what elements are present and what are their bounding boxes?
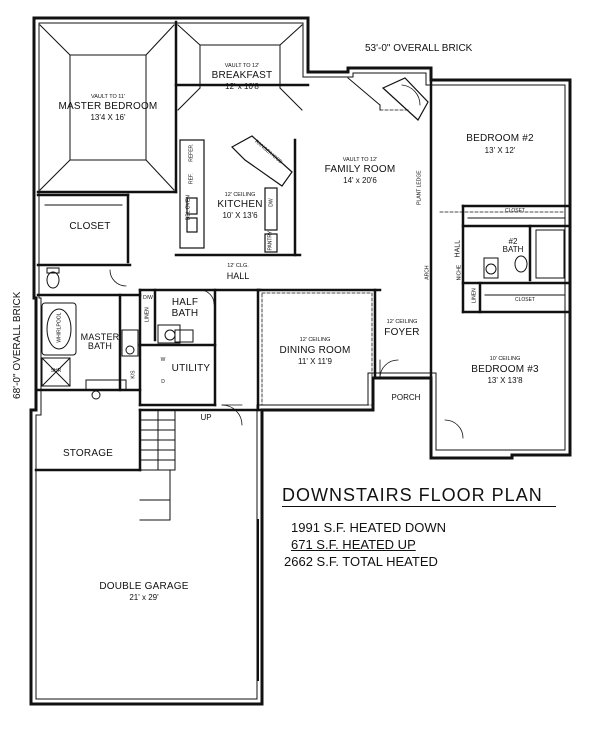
dining-room-note: 12' CEILING: [299, 337, 331, 343]
porch-name: PORCH: [391, 393, 421, 402]
sf-heated-down: 1991 S.F. HEATED DOWN: [291, 520, 447, 535]
hall-main-name: HALL: [226, 271, 250, 281]
linen-bed-label: LINEN: [471, 288, 478, 303]
dining-room-size: 11' X 11'9: [298, 357, 332, 366]
hall-main-note: 12' CLG.: [227, 263, 249, 269]
niche-label: NICHE: [456, 264, 463, 281]
exterior-inner-line: [35, 22, 566, 700]
family-room-note: VAULT TO 12': [342, 157, 378, 163]
half-bath-name: HALF BATH: [171, 297, 199, 319]
master-bath-name: MASTER BATH: [80, 332, 120, 352]
ks-label: K/S: [130, 370, 137, 379]
ref-label: REF.: [188, 173, 195, 185]
vault-lines: [39, 24, 381, 191]
overall-width-label: 53'-0" OVERALL BRICK: [365, 43, 473, 54]
kitchen-note: 12' CEILING: [224, 192, 256, 198]
closet-master-name: CLOSET: [69, 221, 111, 232]
washer-label: W: [160, 357, 166, 363]
utility-name: UTILITY: [171, 363, 211, 374]
fireplace: [381, 77, 429, 121]
closet-bed2-name: CLOSET: [504, 208, 525, 214]
bedroom2-name: BEDROOM #2: [466, 133, 534, 144]
closet-rods: [44, 204, 566, 296]
breakfast-name: BREAKFAST: [211, 70, 273, 81]
overall-depth-label: 68'-0" OVERALL BRICK: [11, 291, 23, 399]
family-room-size: 14' x 20'6: [343, 176, 377, 185]
dryer-label: D: [161, 379, 165, 385]
bath-fixtures: [41, 229, 565, 400]
kitchen-size: 10' X 13'6: [222, 211, 258, 220]
sf-total-heated: 2662 S.F. TOTAL HEATED: [284, 554, 438, 569]
bedroom3-note: 10' CEILING: [489, 356, 521, 362]
garage-name: DOUBLE GARAGE: [99, 581, 189, 592]
up-label: UP: [200, 413, 212, 422]
dbl-oven-label: DBL OVEN: [185, 195, 192, 221]
storage-name: STORAGE: [62, 448, 114, 459]
shower-label: SHR: [50, 368, 62, 374]
foyer-note: 12' CEILING: [386, 319, 418, 325]
master-bedroom-note: VAULT TO 11': [90, 94, 126, 100]
pantry-label: PANTRY: [267, 230, 274, 251]
dining-room-name: DINING ROOM: [279, 345, 351, 356]
arch-label: ARCH: [424, 265, 431, 280]
hall-right-label: HALL: [454, 239, 462, 258]
kitchen-name: KITCHEN: [217, 199, 263, 210]
door-swings: [109, 84, 464, 439]
closet-bed3-name: CLOSET: [514, 297, 535, 303]
exterior-walls: [29, 16, 572, 706]
bath2-name: #2 BATH: [502, 237, 524, 255]
bedroom3-size: 13' X 13'8: [487, 376, 523, 385]
bedroom3-name: BEDROOM #3: [471, 364, 539, 375]
interior-walls: [34, 20, 572, 472]
foyer-name: FOYER: [384, 327, 420, 338]
master-bedroom-size: 13'4 X 16': [90, 113, 126, 122]
family-room-name: FAMILY ROOM: [324, 164, 396, 175]
bedroom2-size: 13' X 12': [484, 146, 516, 155]
plant-ledge-label: PLANT LEDGE: [416, 170, 423, 205]
plan-title: DOWNSTAIRS FLOOR PLAN: [282, 486, 556, 507]
whirlpool-label: WHIRLPOOL: [56, 312, 63, 343]
breakfast-size: 12' x 10'8: [225, 82, 259, 91]
sf-heated-up: 671 S.F. HEATED UP: [291, 537, 416, 552]
linen-bath-label: LINEN: [144, 307, 151, 322]
breakfast-note: VAULT TO 12': [224, 63, 260, 69]
dw-kit-label: DW: [268, 198, 275, 207]
stairs: [139, 409, 176, 521]
ceiling-dashes: [261, 109, 566, 406]
master-bedroom-name: MASTER BEDROOM: [58, 101, 158, 112]
garage-size: 21' x 29': [129, 593, 159, 602]
dw-util-label: D/W: [143, 295, 153, 301]
refer-label: REFER.: [188, 143, 195, 162]
kitchen-counters: [179, 135, 293, 253]
